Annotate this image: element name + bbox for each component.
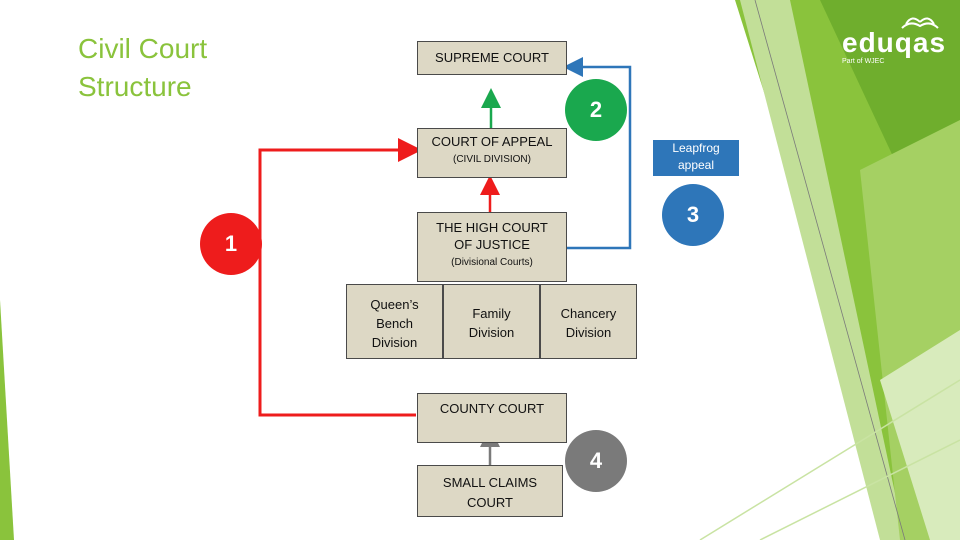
decoration-right xyxy=(699,0,960,540)
queens-bench-line2: Bench xyxy=(376,316,413,331)
supreme-court-label: SUPREME COURT xyxy=(435,50,549,65)
marker-2: 2 xyxy=(565,79,627,141)
high-court-sub: (Divisional Courts) xyxy=(451,257,533,268)
chancery-line2: Division xyxy=(565,325,612,340)
marker-1: 1 xyxy=(200,213,262,275)
eduqas-logo: eduqas Part of WJEC xyxy=(842,17,947,66)
court-of-appeal-label: COURT OF APPEAL xyxy=(431,134,553,149)
marker-3: 3 xyxy=(662,184,724,246)
county-court-box: COUNTY COURT xyxy=(417,393,567,443)
book-icon xyxy=(901,17,939,29)
red-route-to-appeal xyxy=(258,138,422,250)
county-court-label: COUNTY COURT xyxy=(439,401,545,416)
high-court-label-line2: OF JUSTICE xyxy=(454,237,530,252)
marker-4: 4 xyxy=(565,430,627,492)
small-claims-line2: COURT xyxy=(467,495,513,510)
high-court-box: THE HIGH COURT OF JUSTICE (Divisional Co… xyxy=(417,212,567,282)
family-line2: Division xyxy=(468,325,515,340)
family-line1: Family xyxy=(472,306,511,321)
leapfrog-appeal-label: Leapfrog appeal xyxy=(653,140,739,176)
small-claims-box: SMALL CLAIMS COURT xyxy=(417,465,563,517)
chancery-division-box: Chancery Division xyxy=(540,284,637,359)
slide-title: Civil Court Structure xyxy=(78,30,207,106)
logo-wordmark: eduqas xyxy=(842,27,947,58)
decoration-left xyxy=(0,300,14,540)
court-of-appeal-box: COURT OF APPEAL (CIVIL DIVISION) xyxy=(417,128,567,178)
queens-bench-box: Queen’s Bench Division xyxy=(346,284,443,359)
leapfrog-line2: appeal xyxy=(677,158,715,172)
queens-bench-line3: Division xyxy=(371,335,418,350)
high-court-label-line1: THE HIGH COURT xyxy=(436,220,548,235)
blue-leapfrog-route xyxy=(563,57,632,250)
supreme-court-box: SUPREME COURT xyxy=(417,41,567,75)
logo-tagline: Part of WJEC xyxy=(842,58,885,65)
small-claims-line1: SMALL CLAIMS xyxy=(442,475,538,490)
leapfrog-line1: Leapfrog xyxy=(672,141,720,155)
slide-title-line2: Structure xyxy=(78,71,192,102)
court-of-appeal-sub: (CIVIL DIVISION) xyxy=(453,154,531,165)
queens-bench-line1: Queen’s xyxy=(370,297,419,312)
family-division-box: Family Division xyxy=(443,284,540,359)
chancery-line1: Chancery xyxy=(560,306,617,321)
slide-title-line1: Civil Court xyxy=(78,33,208,64)
red-route-from-county xyxy=(258,250,416,417)
